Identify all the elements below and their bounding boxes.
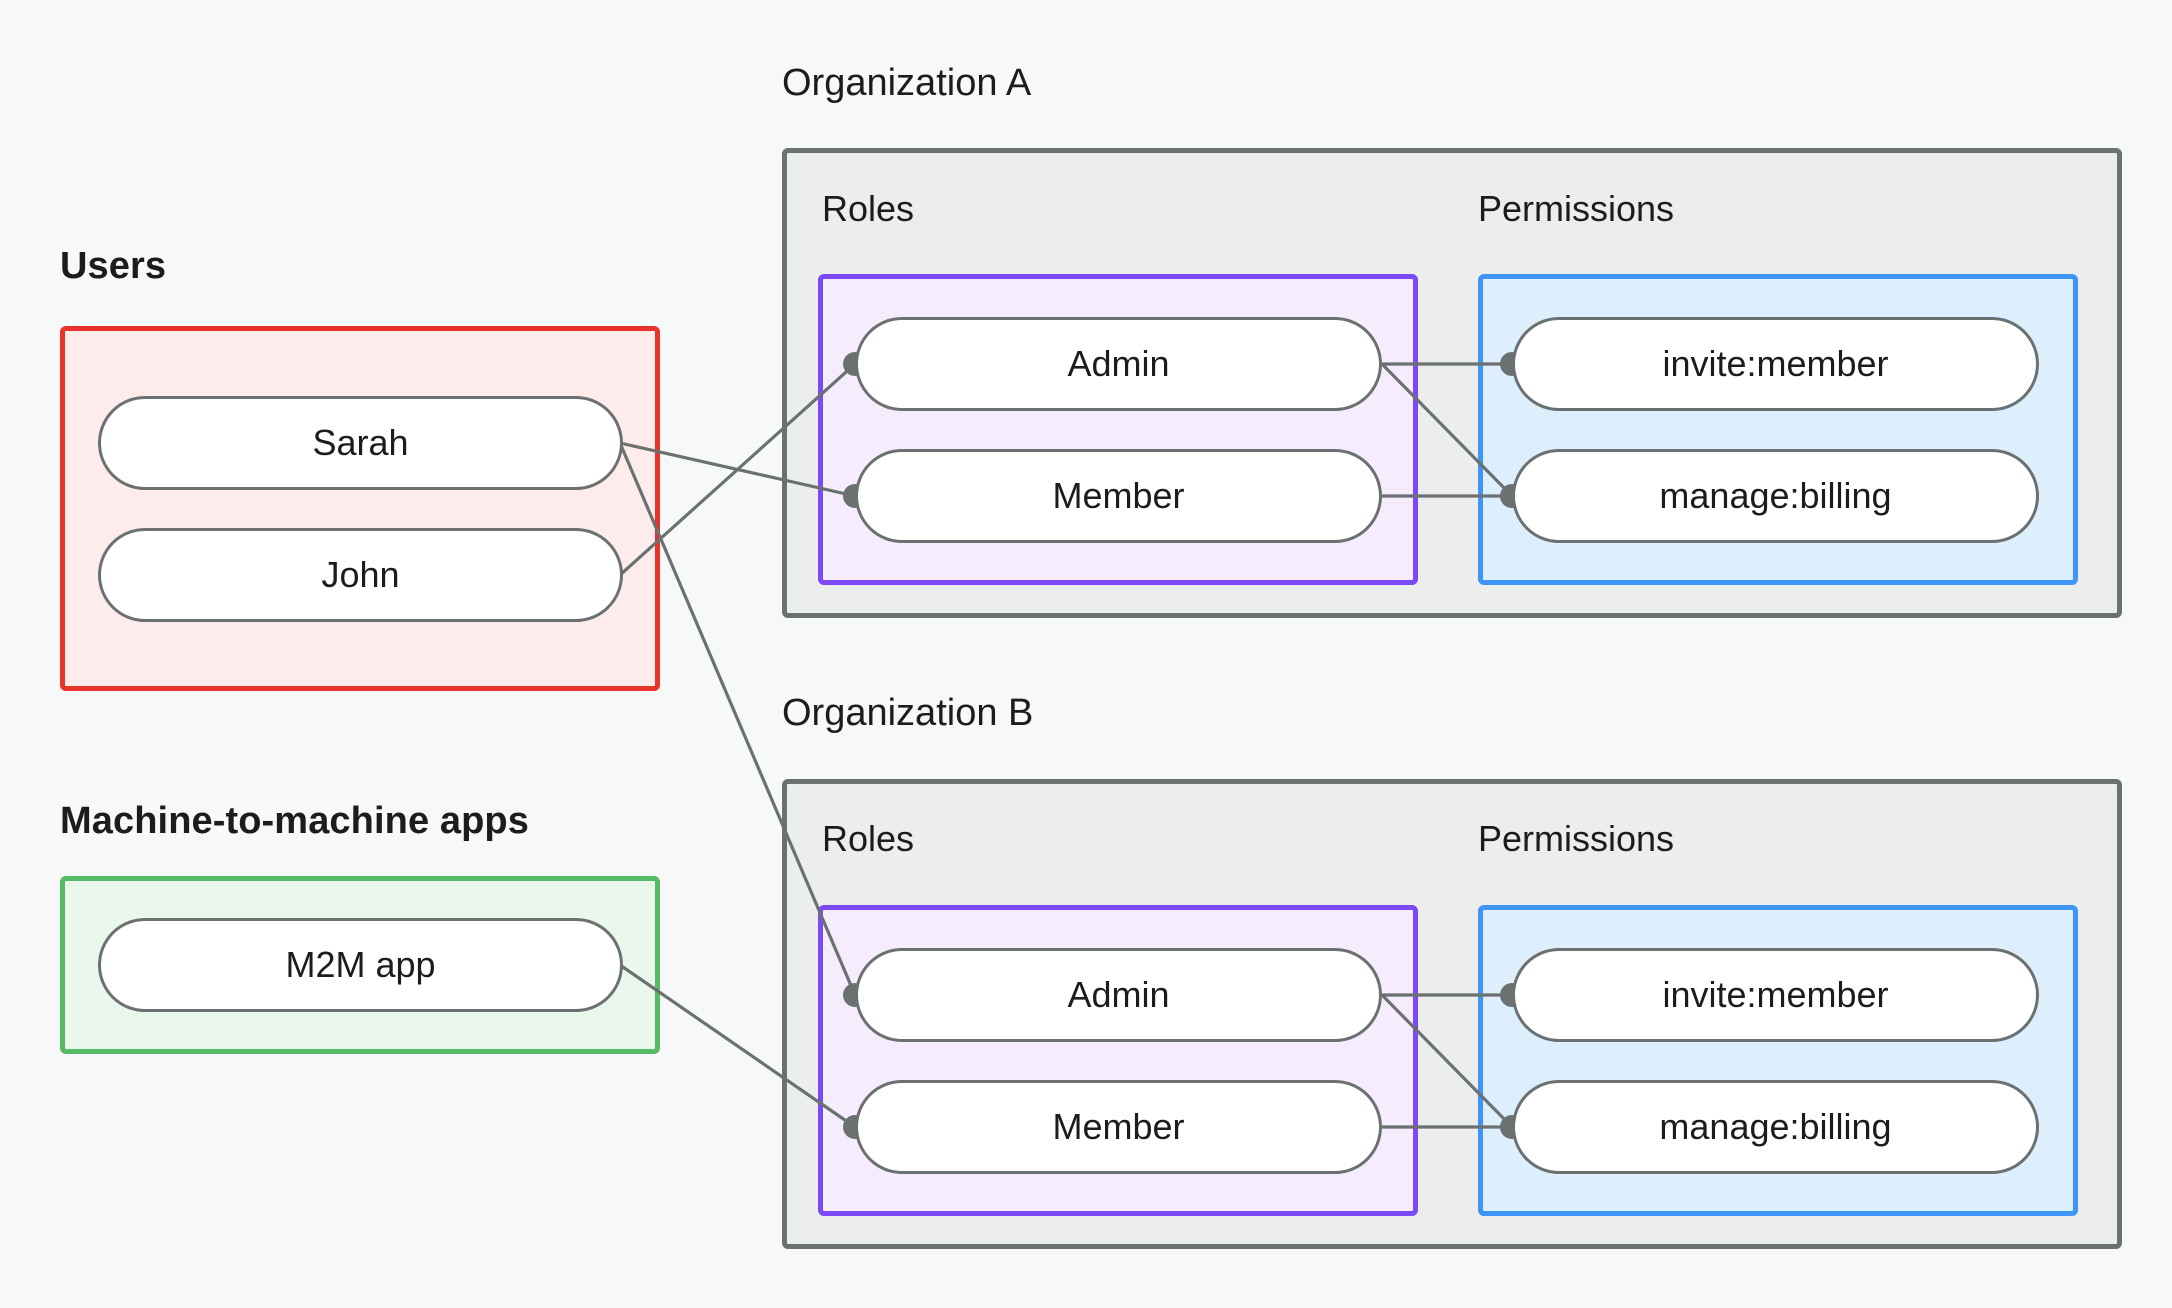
org-b-role-pill-admin[interactable]: Admin [855, 948, 1382, 1042]
user-pill-john[interactable]: John [98, 528, 623, 622]
org-a-role-pill-member[interactable]: Member [855, 449, 1382, 543]
m2m-group-title: Machine-to-machine apps [60, 800, 529, 842]
org-b-permission-pill-manage-billing[interactable]: manage:billing [1512, 1080, 2039, 1174]
org-b-role-pill-member-label: Member [1052, 1106, 1185, 1147]
org-b-title: Organization B [782, 692, 1034, 734]
users-container [60, 326, 660, 691]
users-group-title: Users [60, 245, 167, 287]
user-pill-sarah-label: Sarah [312, 422, 409, 463]
user-pill-john-label: John [321, 554, 400, 595]
user-pill-sarah[interactable]: Sarah [98, 396, 623, 490]
m2m-pill-app-label: M2M app [285, 944, 436, 985]
org-a-permission-pill-invite-member-label: invite:member [1662, 343, 1889, 384]
org-b-permission-pill-invite-member-label: invite:member [1662, 974, 1889, 1015]
org-a-roles-title: Roles [822, 188, 915, 229]
org-b-permissions-title: Permissions [1478, 818, 1675, 859]
org-a-role-pill-admin-label: Admin [1067, 343, 1170, 384]
org-b-role-pill-member[interactable]: Member [855, 1080, 1382, 1174]
org-a-permission-pill-manage-billing-label: manage:billing [1659, 475, 1892, 516]
org-a-permissions-title: Permissions [1478, 188, 1675, 229]
org-a-title: Organization A [782, 62, 1032, 104]
org-a-permission-pill-manage-billing[interactable]: manage:billing [1512, 449, 2039, 543]
org-b-permission-pill-manage-billing-label: manage:billing [1659, 1106, 1892, 1147]
m2m-pill-app[interactable]: M2M app [98, 918, 623, 1012]
org-b-role-pill-admin-label: Admin [1067, 974, 1170, 1015]
org-a-role-pill-member-label: Member [1052, 475, 1185, 516]
org-b-roles-title: Roles [822, 818, 915, 859]
org-a-role-pill-admin[interactable]: Admin [855, 317, 1382, 411]
org-b-permission-pill-invite-member[interactable]: invite:member [1512, 948, 2039, 1042]
org-a-permission-pill-invite-member[interactable]: invite:member [1512, 317, 2039, 411]
